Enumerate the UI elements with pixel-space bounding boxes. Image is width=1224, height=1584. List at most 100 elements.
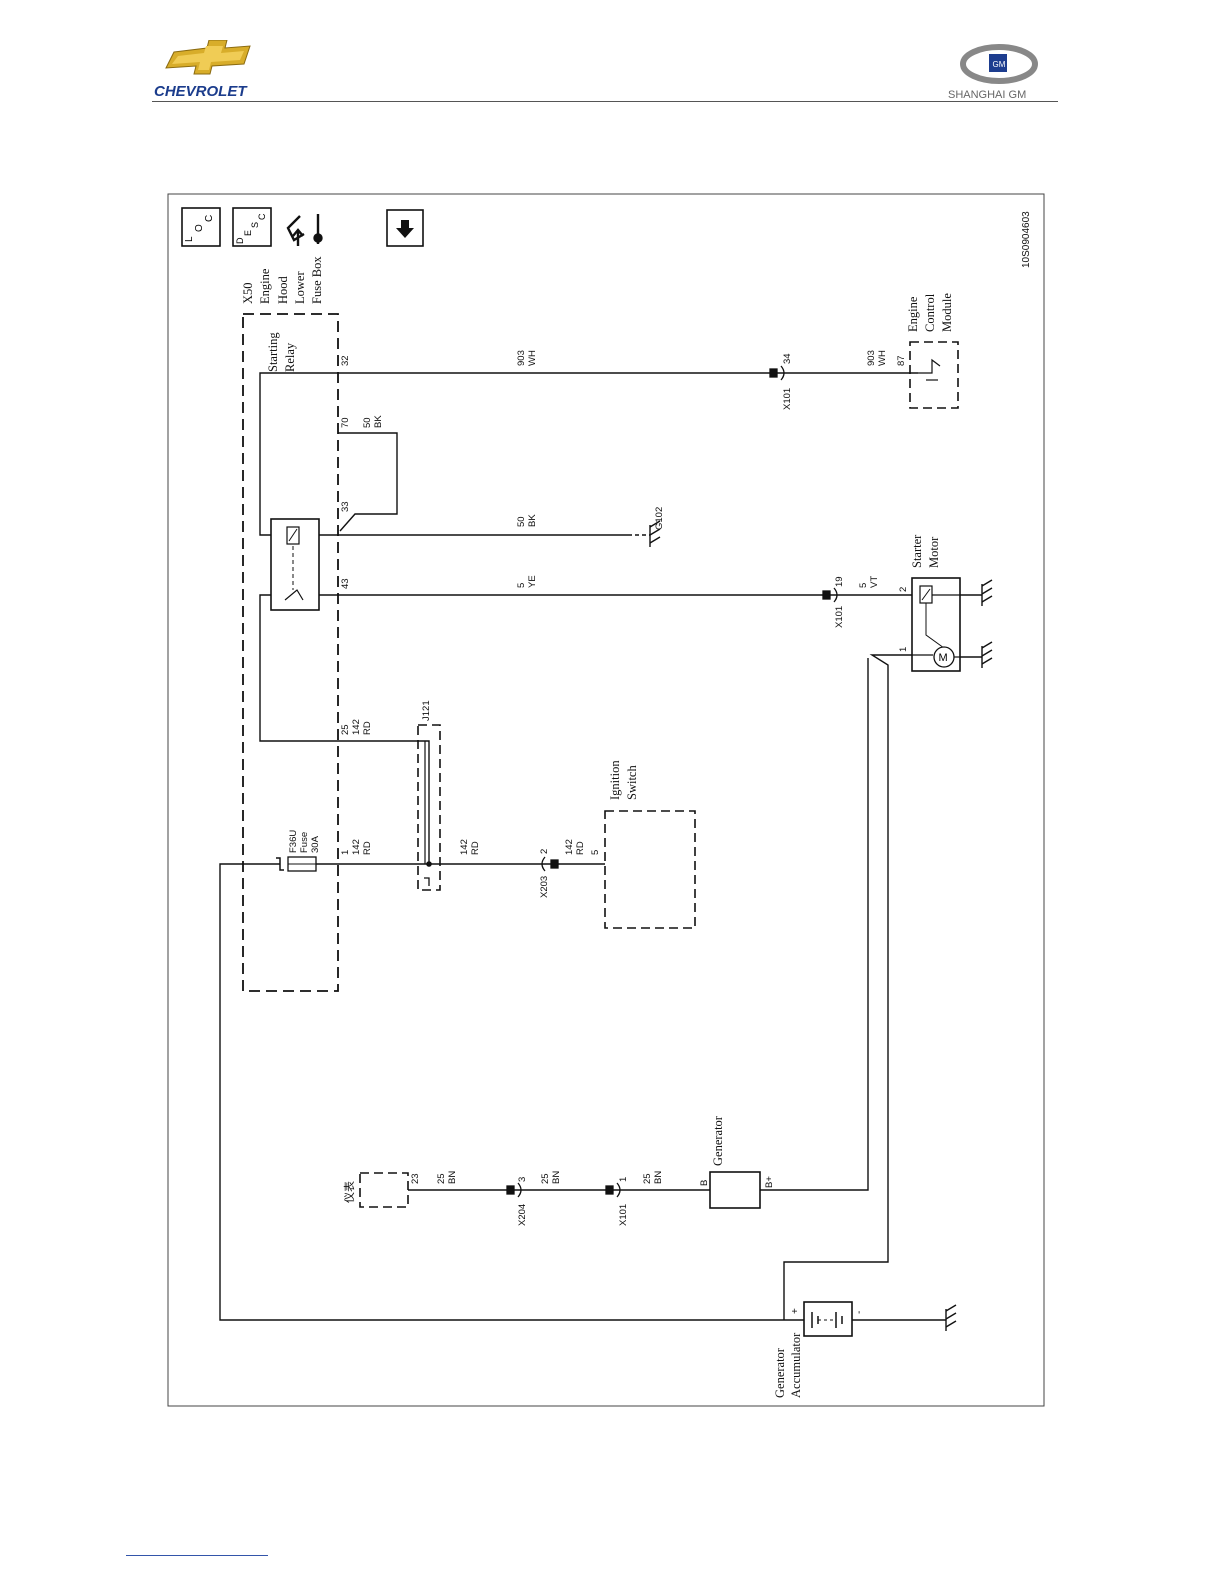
pin-33: 33: [340, 501, 351, 512]
relay-label-0: Starting: [266, 332, 280, 372]
labels: 10S0904603 X50 Engine Hood Lower Fuse Bo…: [241, 211, 1032, 1398]
pin-battery-minus: -: [854, 1311, 865, 1314]
pin-34: 34: [782, 353, 793, 364]
pin-87: 87: [896, 355, 907, 366]
fuse-label-1: Fuse: [299, 832, 310, 853]
svg-text:S: S: [250, 222, 260, 228]
ignition-label-1: Switch: [625, 765, 639, 800]
splice-j121: [417, 724, 441, 891]
fusebox-title-0: X50: [241, 282, 255, 304]
nav-icons: L O C D E S C: [181, 207, 424, 247]
pin-1: 1: [340, 850, 351, 855]
ecm-switch-icon: [918, 358, 941, 374]
wire-142-fuse-color: RD: [362, 841, 373, 855]
location-icon[interactable]: [181, 207, 221, 247]
wire-50-loop-num: 50: [362, 417, 373, 428]
battery: [803, 1301, 853, 1337]
splice-j121-label: J121: [421, 700, 432, 721]
wire-battery-to-starter: [783, 654, 912, 1320]
fusebox-title-2: Hood: [276, 275, 290, 304]
svg-text:D: D: [235, 237, 245, 244]
relay-coil-icon: [286, 526, 300, 545]
connector-x101-c-label: X101: [618, 1204, 629, 1226]
ignition-label-0: Ignition: [608, 760, 622, 800]
pin-starter-2: 2: [898, 587, 909, 592]
fuse-terminal-icon: [276, 857, 284, 871]
wire-25-a-color: BN: [447, 1171, 458, 1184]
wire-142-c-color: RD: [470, 841, 481, 855]
connector-symbols: [506, 365, 838, 1198]
starter-label-1: Motor: [927, 536, 941, 568]
motor-symbol-label: M: [939, 652, 948, 664]
wire-battery-to-fuse: [219, 863, 804, 1321]
shanghai-gm-logo: GM SHANGHAI GM: [948, 44, 1038, 101]
wire-142-c-num: 142: [459, 839, 470, 855]
instrument-cluster: [359, 1172, 409, 1208]
connector-x203-label: X203: [539, 876, 550, 898]
pin-43: 43: [340, 578, 351, 589]
ground-g102-label: G102: [654, 507, 665, 530]
ground-starter-2-icon: [981, 641, 993, 668]
connector-x204-icon: [506, 1182, 522, 1198]
ecm-label-2: Module: [940, 293, 954, 332]
starter-label-0: Starter: [910, 534, 924, 568]
ground-symbols: [649, 520, 993, 1331]
wire-50-loop: [338, 432, 398, 532]
generator: [709, 1171, 761, 1209]
diagram-id: 10S0904603: [1021, 211, 1032, 268]
engine-control-module: [909, 341, 959, 409]
wire-5-a-color: YE: [527, 575, 538, 588]
connector-x101-b-icon: [822, 587, 838, 603]
pin-19: 19: [834, 576, 845, 587]
pin-cluster-23: 23: [410, 1173, 421, 1184]
battery-label-1: Accumulator: [789, 1332, 803, 1398]
pin-x203-2: 2: [539, 849, 550, 854]
description-icon[interactable]: [232, 207, 272, 247]
ground-starter-1-icon: [981, 579, 993, 606]
wire-142-d-color: RD: [575, 841, 586, 855]
connector-x204-label: X204: [517, 1204, 528, 1226]
wire-903-b-color: WH: [877, 350, 888, 366]
fusebox-title-3: Lower: [293, 271, 307, 304]
wire-142-d-num: 142: [564, 839, 575, 855]
wire-generator-to-starter: [760, 658, 869, 1191]
fuse-label-2: 30A: [310, 835, 321, 853]
wire-5-b-num: 5: [858, 583, 869, 588]
chevrolet-logo: CHEVROLET: [154, 40, 251, 100]
wire-25-b-color: BN: [551, 1171, 562, 1184]
battery-label-0: Generator: [773, 1347, 787, 1398]
ecm-label-1: Control: [923, 293, 937, 332]
relay-switch-icon: [284, 589, 304, 601]
connector-x101-b-label: X101: [834, 606, 845, 628]
wire-25-c-num: 25: [642, 1173, 653, 1184]
wire-50-b-color: BK: [527, 514, 538, 527]
svg-text:C: C: [257, 213, 267, 220]
svg-text:O: O: [194, 224, 205, 232]
relay-label-1: Relay: [283, 342, 297, 372]
generator-label: Generator: [711, 1115, 725, 1166]
fusebox-title-1: Engine: [258, 268, 272, 304]
svg-text:C: C: [204, 215, 215, 222]
wire-903-relay-to-ecm: [259, 372, 918, 536]
pin-battery-plus: +: [790, 1308, 801, 1314]
shanghai-gm-wordmark: SHANGHAI GM: [948, 89, 1026, 101]
pin-generator-b: B: [699, 1180, 710, 1186]
connector-x101-a-label: X101: [782, 388, 793, 410]
fusebox-title-4: Fuse Box: [310, 256, 324, 304]
header-divider: [152, 101, 1058, 102]
ecm-label-0: Engine: [906, 296, 920, 332]
wire-5-a-num: 5: [516, 583, 527, 588]
wire-142-fuse-num: 142: [351, 839, 362, 855]
wire-5-b-color: VT: [869, 576, 880, 588]
connector-x203-icon: [541, 856, 559, 872]
pin-x101-1: 1: [618, 1177, 629, 1182]
pin-70: 70: [340, 417, 351, 428]
wires: [219, 372, 982, 1321]
hood-wrench-icon[interactable]: [286, 214, 323, 246]
wire-25-b-num: 25: [540, 1173, 551, 1184]
pin-25: 25: [340, 724, 351, 735]
pin-ignition-5: 5: [590, 850, 601, 855]
connector-x101-c-icon: [605, 1182, 621, 1198]
wire-50-b-num: 50: [516, 516, 527, 527]
